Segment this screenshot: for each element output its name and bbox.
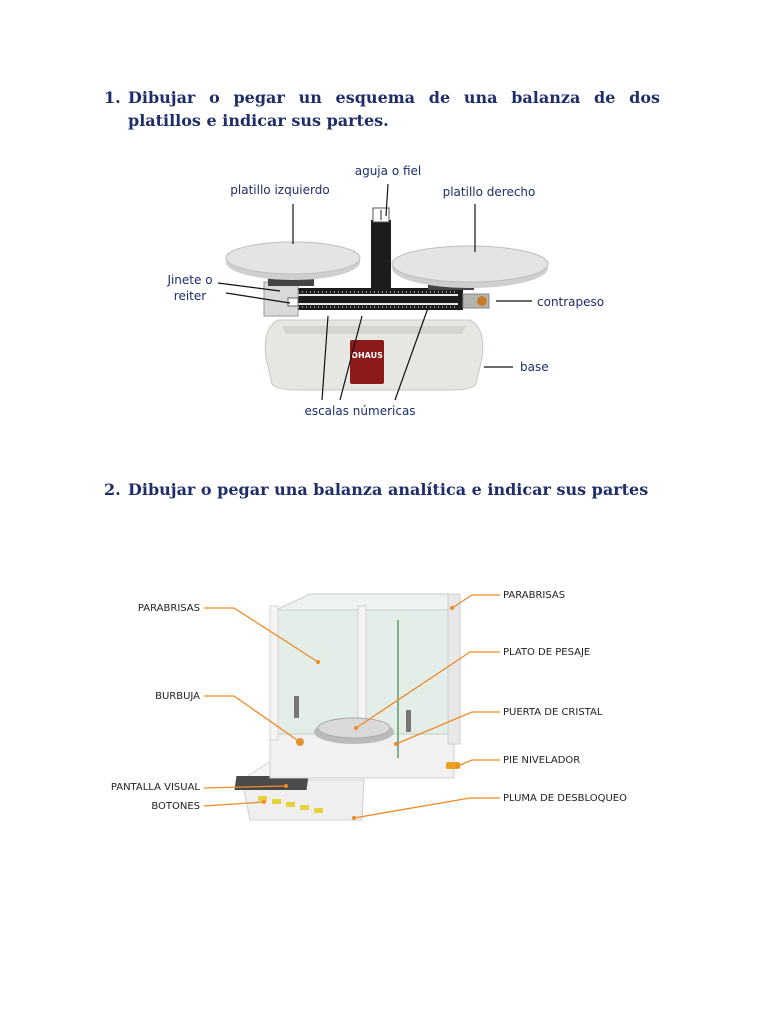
brand-badge [350,340,384,384]
brand-text: OHAUS [351,351,383,360]
rear-frame [447,593,461,745]
label-platillo-izquierdo: platillo izquierdo [230,183,329,197]
label-parabrisas-left: PARABRISAS [138,603,200,614]
door-handle-left[interactable] [294,696,299,718]
label-jinete-line-2: reiter [174,289,206,303]
label-plato: PLATO DE PESAJE [503,647,590,658]
label-base: base [520,360,549,374]
door-handle-right[interactable] [406,710,411,732]
label-jinete-line-1: Jinete o [166,273,212,287]
label-platillo-derecho: platillo derecho [443,185,536,199]
leader-dots [262,606,460,820]
label-pluma: PLUMA DE DESBLOQUEO [503,793,627,804]
label-pantalla: PANTALLA VISUAL [111,782,201,793]
button-1[interactable] [258,796,267,801]
label-parabrisas-right: PARABRISAS [503,590,565,601]
question-1: 1. Dibujar o pegar un esquema de una bal… [104,86,660,132]
question-2-number: 2. [104,480,121,499]
right-pan [391,245,549,283]
left-frame [269,605,279,741]
button-4[interactable] [300,805,309,810]
rider [287,297,299,307]
label-puerta: PUERTA DE CRISTAL [503,707,603,718]
question-1-text: Dibujar o pegar un esquema de una balanz… [128,88,660,130]
left-pan [225,241,361,275]
question-1-number: 1. [104,88,121,107]
figure2-leaders [203,594,500,819]
button-5[interactable] [314,808,323,813]
label-burbuja: BURBUJA [155,691,200,702]
label-botones: BOTONES [151,801,200,812]
label-escalas: escalas númericas [304,404,415,418]
label-aguja: aguja o fiel [355,164,422,178]
button-3[interactable] [286,802,295,807]
counterweight-knob [477,296,487,306]
figure1-leaders [217,183,532,401]
question-2-text: Dibujar o pegar una balanza analítica e … [128,480,649,499]
label-contrapeso: contrapeso [537,295,604,309]
label-pie: PIE NIVELADOR [503,755,580,766]
two-pan-balance-figure: OHAUS aguja o fiel platillo izquierdo pl… [166,164,604,418]
buttons-group [258,796,323,813]
center-frame [357,605,367,737]
analytical-balance-figure: PARABRISAS PARABRISAS PLATO DE PESAJE BU… [111,590,627,821]
button-2[interactable] [272,799,281,804]
base-top-shade [282,326,466,334]
pointer-column [371,220,391,290]
question-2: 2. Dibujar o pegar una balanza analítica… [104,478,660,501]
